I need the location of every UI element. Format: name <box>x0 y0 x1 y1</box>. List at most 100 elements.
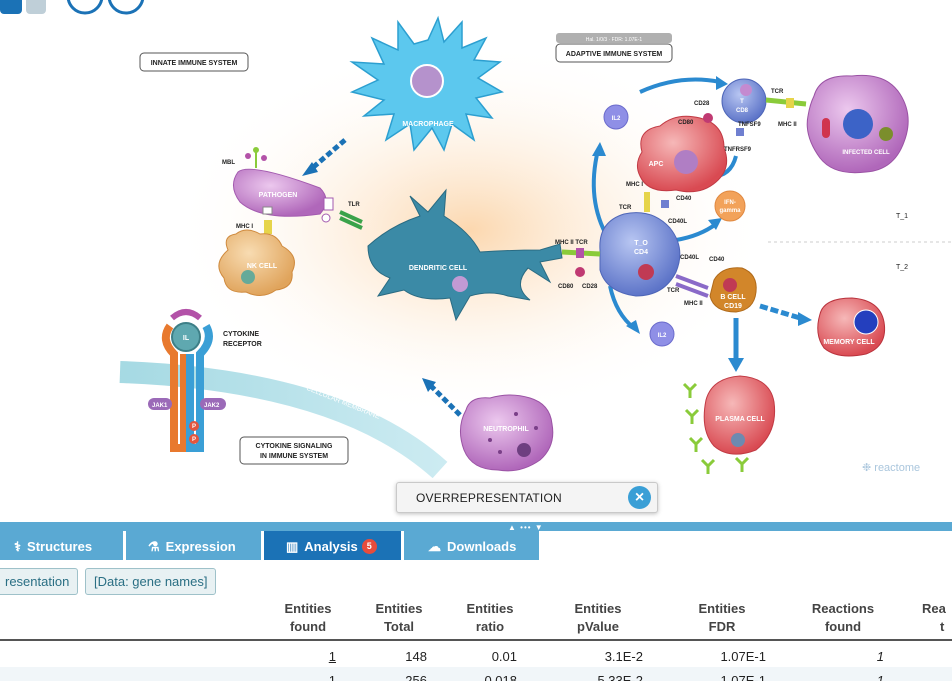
cd80-receptor-top <box>703 113 713 123</box>
nk-cell[interactable] <box>218 229 295 296</box>
grip-icon: ▲ ••• ▼ <box>508 523 544 532</box>
tab-analysis-label: Analysis <box>304 539 358 554</box>
table-row[interactable]: 1 256 0.018 5.33E-2 1.07E-1 1 <box>0 667 952 681</box>
cell-total: 148 <box>405 649 427 664</box>
t-cd4-label-1: T_O <box>634 240 648 247</box>
cytokine-receptor[interactable] <box>148 309 226 452</box>
neutrophil-cell[interactable] <box>460 394 554 472</box>
close-icon[interactable]: × <box>628 486 651 509</box>
toolbar-button-2[interactable] <box>26 0 46 14</box>
header-entities-pvalue-l2: pValue <box>577 619 619 634</box>
tab-expression-label: Expression <box>165 539 236 554</box>
il-label: IL <box>183 335 190 342</box>
cell-pvalue: 3.1E-2 <box>604 649 643 664</box>
tab-structures[interactable]: ⚕Structures <box>0 531 123 560</box>
toolbar-button-1[interactable] <box>0 0 22 14</box>
apc-cell[interactable] <box>636 115 728 193</box>
phospho-label-1: P <box>192 424 196 430</box>
b-cell-label-2: CD19 <box>724 303 742 310</box>
macrophage-label: MACROPHAGE <box>402 121 454 128</box>
tnfsf9-label: TNFSF9 <box>738 122 761 128</box>
mhc-i-label: MHC I <box>236 224 253 230</box>
cytokine-signaling-label-1: CYTOKINE SIGNALING <box>256 443 333 450</box>
header-entities-total-l2: Total <box>383 619 415 634</box>
header-reactions-found-l2: found <box>824 619 862 634</box>
overrepresentation-panel[interactable]: OVERREPRESENTATION × <box>396 482 658 513</box>
t-cd4-cell[interactable] <box>599 212 681 297</box>
analysis-badge: 5 <box>361 539 377 554</box>
toolbar-button-4[interactable] <box>107 0 145 15</box>
reactome-logo: ❉ reactome <box>862 461 920 474</box>
tab-downloads-label: Downloads <box>447 539 517 554</box>
cytokine-signaling-label-2: IN IMMUNE SYSTEM <box>260 453 328 460</box>
cd4-mhc-ii-label: MHC II <box>684 301 703 307</box>
adaptive-label-box[interactable] <box>555 43 673 63</box>
ifn-label-1: IFN- <box>724 200 736 206</box>
cytokine-signaling-box[interactable] <box>239 436 349 465</box>
infected-cell[interactable] <box>806 74 909 174</box>
reactome-logo-icon: ❉ <box>862 462 872 474</box>
data-gene-names-button[interactable]: [Data: gene names] <box>85 568 217 595</box>
t-cd8-cell[interactable] <box>721 78 767 124</box>
phospho-label-2: P <box>192 437 196 443</box>
header-entities-fdr-l2: FDR <box>708 619 736 634</box>
il2-label-bottom: IL2 <box>658 333 667 339</box>
cd8-mhc-ii-label: MHC II <box>778 122 797 128</box>
tnfrsf9-label: TNFRSF9 <box>724 147 752 153</box>
apc-tcr-label: TCR <box>619 205 632 211</box>
representation-button[interactable]: resentation <box>0 568 79 595</box>
apc-cd40-label: CD40 <box>676 196 692 202</box>
arrow-to-cd8 <box>639 77 721 94</box>
apc-cd40l-label: CD40L <box>668 219 687 225</box>
plasma-cell[interactable] <box>703 375 776 455</box>
header-reactions-total-l2: t <box>940 619 945 634</box>
tab-downloads[interactable]: ☁Downloads <box>404 531 539 560</box>
cell-fdr: 1.07E-1 <box>720 673 766 681</box>
overrepresentation-label: OVERREPRESENTATION <box>416 491 562 505</box>
immune-system-diagram[interactable]: CELLULAR MEMBRANE INNATE IMMUNE SYSTEM H… <box>0 0 952 522</box>
toolbar-button-3[interactable] <box>66 0 104 15</box>
jak1-label: JAK1 <box>152 403 168 409</box>
t2-label: T_2 <box>896 264 908 271</box>
innate-label: INNATE IMMUNE SYSTEM <box>151 60 238 67</box>
il2-node-bottom[interactable] <box>649 321 675 347</box>
header-entities-found-l2: found <box>289 619 327 634</box>
b-cell[interactable] <box>709 267 757 313</box>
jak2-label: JAK2 <box>204 403 220 409</box>
cd8-tcr-label: TCR <box>771 89 784 95</box>
il2-node-top[interactable] <box>603 104 629 130</box>
analysis-icon: ▥ <box>286 539 299 554</box>
header-reactions-found[interactable]: Reactions found <box>802 600 884 636</box>
cell-found[interactable]: 1 <box>328 649 336 664</box>
t-cd4-label-2: CD4 <box>634 249 648 256</box>
header-reactions-found-l1: Reactions <box>811 601 875 616</box>
innate-label-box[interactable] <box>139 52 249 72</box>
pathogen-cell[interactable] <box>233 147 334 223</box>
dendritic-cell[interactable] <box>367 188 563 322</box>
panel-splitter[interactable]: ▲ ••• ▼ <box>0 522 952 532</box>
apc-mhc-i-label: MHC I <box>626 182 643 188</box>
cd40-receptor <box>661 200 669 208</box>
antibody-icons <box>682 382 750 474</box>
dendritic-label: DENDRITIC CELL <box>409 265 468 272</box>
memory-cell[interactable] <box>817 297 886 357</box>
infected-label: INFECTED CELL <box>842 150 890 156</box>
mhc-i-receptor <box>264 220 272 234</box>
ifn-gamma-node[interactable] <box>714 190 746 222</box>
cytokine-receptor-label-1: CYTOKINE <box>223 331 259 338</box>
cell-total: 256 <box>405 673 427 681</box>
header-entities-ratio-l1: Entities <box>466 601 514 616</box>
cell-found[interactable]: 1 <box>328 673 336 681</box>
table-row[interactable]: 1 148 0.01 3.1E-2 1.07E-1 1 <box>0 643 952 667</box>
macrophage-cell[interactable] <box>349 15 505 152</box>
cell-ratio: 0.018 <box>484 673 517 681</box>
expression-icon: ⚗ <box>148 539 160 554</box>
tab-expression[interactable]: ⚗ Expression <box>126 531 261 560</box>
